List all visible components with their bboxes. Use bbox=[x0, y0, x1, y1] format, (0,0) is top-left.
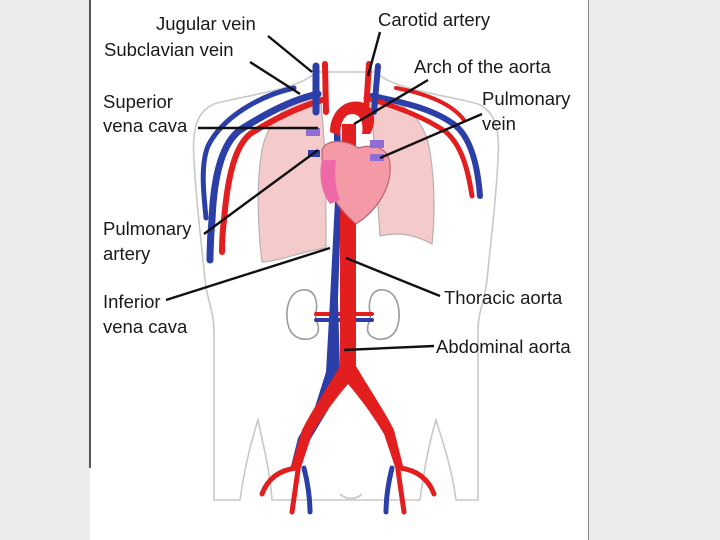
label-carotid-artery: Carotid artery bbox=[378, 9, 491, 30]
label-inferior-vena-cava-2: vena cava bbox=[103, 316, 188, 337]
label-abdominal-aorta: Abdominal aorta bbox=[436, 336, 571, 357]
label-superior-vena-cava-1: Superior bbox=[103, 91, 173, 112]
label-arch-of-aorta: Arch of the aorta bbox=[414, 56, 551, 77]
label-jugular-vein: Jugular vein bbox=[156, 13, 256, 34]
label-pulmonary-vein-1: Pulmonary bbox=[482, 88, 571, 109]
label-subclavian-vein: Subclavian vein bbox=[104, 39, 234, 60]
right-kidney bbox=[287, 290, 319, 339]
label-superior-vena-cava-2: vena cava bbox=[103, 115, 188, 136]
label-pulmonary-artery-2: artery bbox=[103, 243, 151, 264]
label-pulmonary-artery-1: Pulmonary bbox=[103, 218, 192, 239]
label-thoracic-aorta: Thoracic aorta bbox=[444, 287, 563, 308]
label-pulmonary-vein-2: vein bbox=[482, 113, 516, 134]
label-inferior-vena-cava-1: Inferior bbox=[103, 291, 161, 312]
